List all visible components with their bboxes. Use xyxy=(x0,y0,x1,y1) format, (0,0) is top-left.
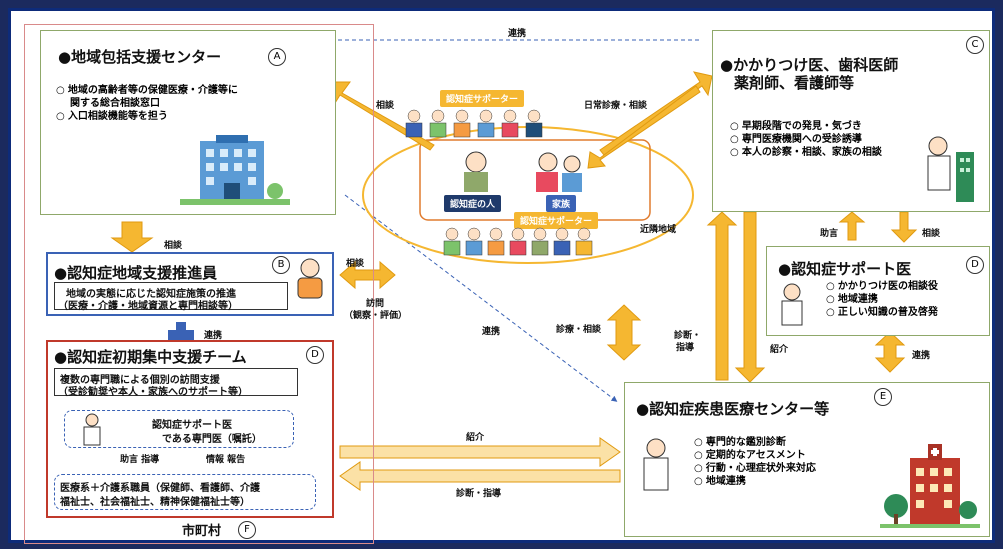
box-c-item-2: 専門医療機関への受診誘導 xyxy=(730,133,882,146)
label-renkei-top: 連携 xyxy=(508,29,527,39)
family-tag: 家族 xyxy=(546,195,577,212)
box-d-bottom-1: 医療系＋介護系職員（保健師、看護師、介護 xyxy=(60,483,260,494)
box-c-item-1: 早期段階での発見・気づき xyxy=(730,120,882,133)
label-soudan-cd: 相談 xyxy=(922,229,941,239)
box-d-desc-frame xyxy=(54,368,298,396)
box-c-title-1: ●かかりつけ医、歯科医師 xyxy=(720,56,899,74)
label-soudan-a: 相談 xyxy=(376,101,395,111)
hospital-icon xyxy=(880,440,980,530)
letter-b: B xyxy=(272,256,290,274)
center-doctor-icon xyxy=(636,436,680,492)
arrow-e-to-c xyxy=(706,211,738,381)
box-d-desc-2: （受診勧奨や本人・家族へのサポート等） xyxy=(58,387,248,398)
box-c-item-3: 本人の診察・相談、家族の相談 xyxy=(730,146,882,159)
box-b-desc-2: （医療・介護・地域資源と専門相談等） xyxy=(58,301,238,312)
box-a-item-2: 関する総合相談窓口 xyxy=(70,98,160,109)
box-e-item-3: 行動・心理症状外来対応 xyxy=(694,462,816,475)
arrow-c-to-doc xyxy=(890,211,918,243)
supporters-group-icon xyxy=(400,108,560,138)
supporter-tag-bottom: 認知症サポーター xyxy=(514,212,599,229)
box-b-desc-frame xyxy=(54,282,288,310)
label-houmon: 訪問 xyxy=(366,299,385,309)
municipality-frame xyxy=(24,24,374,544)
supporter-tag-top: 認知症サポーター xyxy=(440,90,525,107)
connector-a-e xyxy=(344,194,618,402)
label-shindan-bottom: 診断・指導 xyxy=(456,489,502,499)
box-d-specialist-frame xyxy=(64,410,294,448)
box-d-desc-1: 複数の専門職による個別の訪問支援 xyxy=(60,375,220,386)
label-nichijo: 日常診療・相談 xyxy=(584,101,648,111)
arrow-b-community xyxy=(339,260,396,290)
label-soudan-ab: 相談 xyxy=(164,241,183,251)
box-doc-title: ●認知症サポート医 xyxy=(778,260,912,278)
box-c-list: 早期段階での発見・気づき 専門医療機関への受診誘導 本人の診察・相談、家族の相談 xyxy=(730,120,882,159)
doctor-icon xyxy=(920,132,980,204)
letter-a: A xyxy=(268,48,286,66)
box-d-inner-2: である専門医（嘱託） xyxy=(162,434,262,445)
box-d-title: ●認知症初期集中支援チーム xyxy=(54,348,247,366)
person-tag: 認知症の人 xyxy=(444,195,502,212)
arrow-c-to-e xyxy=(734,211,766,383)
label-jogen: 助言 xyxy=(820,229,839,239)
letter-f: F xyxy=(238,521,256,539)
building-icon xyxy=(180,135,290,207)
arrow-doc-e xyxy=(874,331,906,373)
arrow-e-to-d xyxy=(339,461,621,491)
box-d-report: 情報 報告 xyxy=(206,455,246,465)
box-d-advice: 助言 指導 xyxy=(120,455,160,465)
box-e-item-4: 地域連携 xyxy=(694,475,816,488)
label-kansatsu: （観察・評価） xyxy=(344,311,408,321)
label-shindan: 診断・ xyxy=(674,331,702,341)
letter-e: E xyxy=(874,388,892,406)
municipality-label: 市町村 xyxy=(182,524,222,539)
letter-d: D xyxy=(306,346,324,364)
box-a-item-3: 入口相談機能等を担う xyxy=(56,110,238,123)
label-shokai-bottom: 紹介 xyxy=(466,433,485,443)
box-d-bottom-2: 福祉士、社会福祉士、精神保健福祉士等） xyxy=(60,497,250,508)
neighbors-label: 近隣地域 xyxy=(640,225,677,235)
label-shokai-c: 紹介 xyxy=(770,345,789,355)
label-renkei-mid: 連携 xyxy=(482,327,501,337)
letter-c: C xyxy=(966,36,984,54)
box-e-title: ●認知症疾患医療センター等 xyxy=(636,400,830,418)
box-e-item-1: 専門的な鑑別診断 xyxy=(694,436,816,449)
box-a-item-1: 地域の高齢者等の保健医療・介護等に xyxy=(56,84,238,97)
arrow-community-e xyxy=(606,304,642,361)
support-doctor-icon xyxy=(776,282,816,326)
person-icon xyxy=(292,256,328,300)
arrow-d-to-e xyxy=(339,437,621,467)
box-a-title: ●地域包括支援センター xyxy=(58,48,222,66)
box-doc-item-2: 地域連携 xyxy=(826,293,938,306)
box-e-list: 専門的な鑑別診断 定期的なアセスメント 行動・心理症状外来対応 地域連携 xyxy=(694,436,816,488)
box-c-title-2: 薬剤師、看護師等 xyxy=(734,74,855,92)
box-e-item-2: 定期的なアセスメント xyxy=(694,449,816,462)
arrow-center-c-up xyxy=(599,71,713,156)
label-shinryo: 診療・相談 xyxy=(556,325,602,335)
specialist-icon xyxy=(80,412,106,446)
box-doc-item-1: かかりつけ医の相談役 xyxy=(826,280,938,293)
label-renkei-bd: 連携 xyxy=(204,331,223,341)
arrow-center-c-down xyxy=(587,85,701,169)
label-shido: 指導 xyxy=(676,343,695,353)
arrow-doc-to-c xyxy=(838,211,866,241)
arrow-a-to-b xyxy=(110,221,154,253)
box-b-title: ●認知症地域支援推進員 xyxy=(54,264,218,282)
box-d-staff-frame xyxy=(54,474,316,510)
box-doc-item-3: 正しい知識の普及啓発 xyxy=(826,306,938,319)
box-d-inner-1: 認知症サポート医 xyxy=(152,420,232,431)
letter-d-doc: D xyxy=(966,256,984,274)
box-a-list: 地域の高齢者等の保健医療・介護等に 関する総合相談窓口 入口相談機能等を担う xyxy=(56,84,238,123)
box-b-desc-1: 地域の実態に応じた認知症施策の推進 xyxy=(66,289,236,300)
person-family-icon xyxy=(452,150,592,192)
plus-horizontal xyxy=(168,330,194,340)
community-group-icon xyxy=(440,226,610,256)
label-soudan-b: 相談 xyxy=(346,259,365,269)
label-renkei-de: 連携 xyxy=(912,351,931,361)
box-doc-list: かかりつけ医の相談役 地域連携 正しい知識の普及啓発 xyxy=(826,280,938,319)
